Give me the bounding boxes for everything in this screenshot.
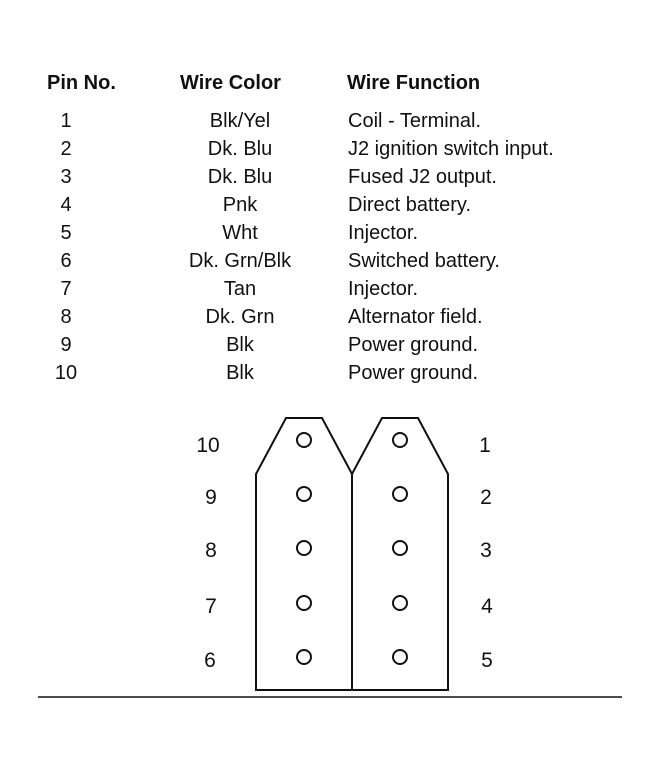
wire-function: Alternator field.	[348, 306, 483, 328]
table-row: 4 Pnk Direct battery.	[0, 194, 660, 222]
pin-number: 4	[60, 194, 72, 216]
table-row: 3 Dk. Blu Fused J2 output.	[0, 166, 660, 194]
header-wire-function: Wire Function	[347, 72, 481, 94]
pin-number: 5	[60, 222, 72, 244]
wire-function: Fused J2 output.	[348, 166, 497, 188]
connector-pin-label-right: 4	[481, 595, 493, 618]
wire-function: Coil - Terminal.	[348, 110, 481, 132]
pin-number: 9	[60, 334, 72, 356]
pin-hole	[296, 432, 312, 448]
table-row: 7 Tan Injector.	[0, 278, 660, 306]
pin-hole	[392, 649, 408, 665]
wire-color: Blk	[226, 362, 254, 384]
wire-color: Pnk	[222, 194, 258, 216]
header-wire-color: Wire Color	[180, 72, 281, 94]
pin-number: 2	[60, 138, 72, 160]
connector-pin-label-left: 7	[205, 595, 217, 618]
pin-number: 10	[54, 362, 78, 384]
wire-color: Dk. Blu	[207, 138, 273, 160]
connector-pin-label-right: 1	[479, 434, 491, 457]
pin-hole	[296, 595, 312, 611]
table-row: 8 Dk. Grn Alternator field.	[0, 306, 660, 334]
table-row: 1 Blk/Yel Coil - Terminal.	[0, 110, 660, 138]
wire-color: Dk. Grn	[205, 306, 275, 328]
wire-color: Blk/Yel	[209, 110, 271, 132]
pin-number: 6	[60, 250, 72, 272]
table-row: 5 Wht Injector.	[0, 222, 660, 250]
wire-function: J2 ignition switch input.	[348, 138, 554, 160]
pin-hole	[392, 595, 408, 611]
pin-hole	[392, 486, 408, 502]
pin-number: 8	[60, 306, 72, 328]
header-pin-no: Pin No.	[47, 72, 116, 94]
table-row: 6 Dk. Grn/Blk Switched battery.	[0, 250, 660, 278]
wire-color: Dk. Blu	[207, 166, 273, 188]
connector-pin-label-left: 8	[205, 539, 217, 562]
pin-hole	[296, 486, 312, 502]
wire-function: Injector.	[348, 222, 419, 244]
connector-pin-label-left: 10	[196, 434, 219, 457]
wire-color: Dk. Grn/Blk	[188, 250, 292, 272]
connector-pin-label-right: 5	[481, 649, 493, 672]
connector-pin-label-left: 6	[204, 649, 216, 672]
pin-number: 1	[60, 110, 72, 132]
wire-function: Switched battery.	[348, 250, 500, 272]
wire-color: Tan	[223, 278, 257, 300]
connector-pin-label-right: 3	[480, 539, 492, 562]
wire-function: Power ground.	[348, 334, 479, 356]
connector-pin-label-left: 9	[205, 486, 217, 509]
pin-number: 3	[60, 166, 72, 188]
pin-hole	[392, 540, 408, 556]
pin-number: 7	[60, 278, 72, 300]
wire-color: Blk	[226, 334, 254, 356]
connector-pin-label-right: 2	[480, 486, 492, 509]
table-row: 10 Blk Power ground.	[0, 362, 660, 390]
table-row: 9 Blk Power ground.	[0, 334, 660, 362]
wire-function: Power ground.	[348, 362, 479, 384]
wire-function: Direct battery.	[348, 194, 471, 216]
table-row: 2 Dk. Blu J2 ignition switch input.	[0, 138, 660, 166]
wire-color: Wht	[222, 222, 258, 244]
pin-hole	[392, 432, 408, 448]
pin-hole	[296, 540, 312, 556]
wire-function: Injector.	[348, 278, 419, 300]
pin-hole	[296, 649, 312, 665]
